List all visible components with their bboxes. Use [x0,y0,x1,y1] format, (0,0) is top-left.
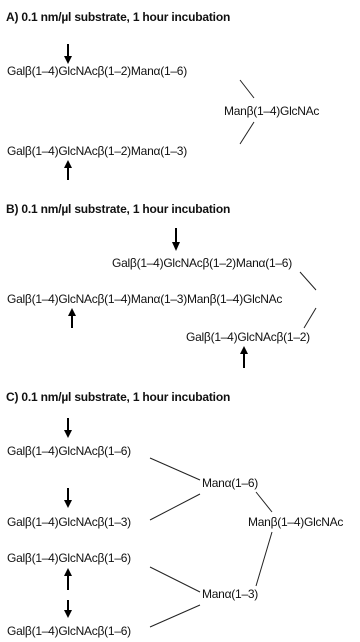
panel-a-upper-branch: Galβ(1–4)GlcNAcβ(1–2)Manα(1–6) [7,64,187,78]
panel-b-link-top [299,271,317,291]
panel-c-link-antenna-1 [149,457,201,481]
panel-c-cleavage-arrow-2 [64,488,72,508]
panel-c-antenna-1: Galβ(1–4)GlcNAcβ(1–6) [7,444,131,458]
panel-c-title: C) 0.1 nm/µl substrate, 1 hour incubatio… [6,390,231,404]
panel-c-link-mannose-upper [255,491,273,513]
panel-c-antenna-3: Galβ(1–4)GlcNAcβ(1–6) [7,551,131,565]
panel-b-cleavage-arrow-top [172,228,180,251]
panel-b-middle-branch: Galβ(1–4)GlcNAcβ(1–4)Manα(1–3)Manβ(1–4)G… [7,292,283,306]
panel-c-antenna-4: Galβ(1–4)GlcNAcβ(1–6) [7,624,131,638]
panel-c-link-mannose-lower [255,531,273,587]
panel-a-cleavage-arrow-upper [64,44,72,64]
panel-c-mannose-upper: Manα(1–6) [202,476,259,490]
panel-c-core: Manβ(1–4)GlcNAc [248,515,344,529]
panel-c-link-antenna-3 [149,566,201,593]
panel-c-mannose-lower: Manα(1–3) [202,587,259,601]
panel-a-core: Manβ(1–4)GlcNAc [224,104,320,118]
panel-b-bottom-branch: Galβ(1–4)GlcNAcβ(1–2) [186,330,310,344]
panel-a-cleavage-arrow-lower [64,160,72,180]
panel-c-cleavage-arrow-4 [64,600,72,618]
panel-c-link-antenna-2 [149,493,201,521]
panel-b-link-bottom [303,307,317,329]
panel-c-link-antenna-4 [149,604,201,628]
panel-b-title: B) 0.1 nm/µl substrate, 1 hour incubatio… [6,202,231,216]
panel-b-cleavage-arrow-bottom [240,346,248,368]
panel-a-lower-branch: Galβ(1–4)GlcNAcβ(1–2)Manα(1–3) [7,144,187,158]
panel-c-antenna-2: Galβ(1–4)GlcNAcβ(1–3) [7,515,131,529]
panel-a-link-lower [239,121,255,145]
panel-c-cleavage-arrow-3 [64,568,72,590]
panel-c-cleavage-arrow-1 [64,418,72,438]
panel-b-cleavage-arrow-middle [68,308,76,328]
panel-a-title: A) 0.1 nm/µl substrate, 1 hour incubatio… [6,10,231,24]
panel-b-top-branch: Galβ(1–4)GlcNAcβ(1–2)Manα(1–6) [112,256,292,270]
panel-a-link-upper [239,79,255,99]
